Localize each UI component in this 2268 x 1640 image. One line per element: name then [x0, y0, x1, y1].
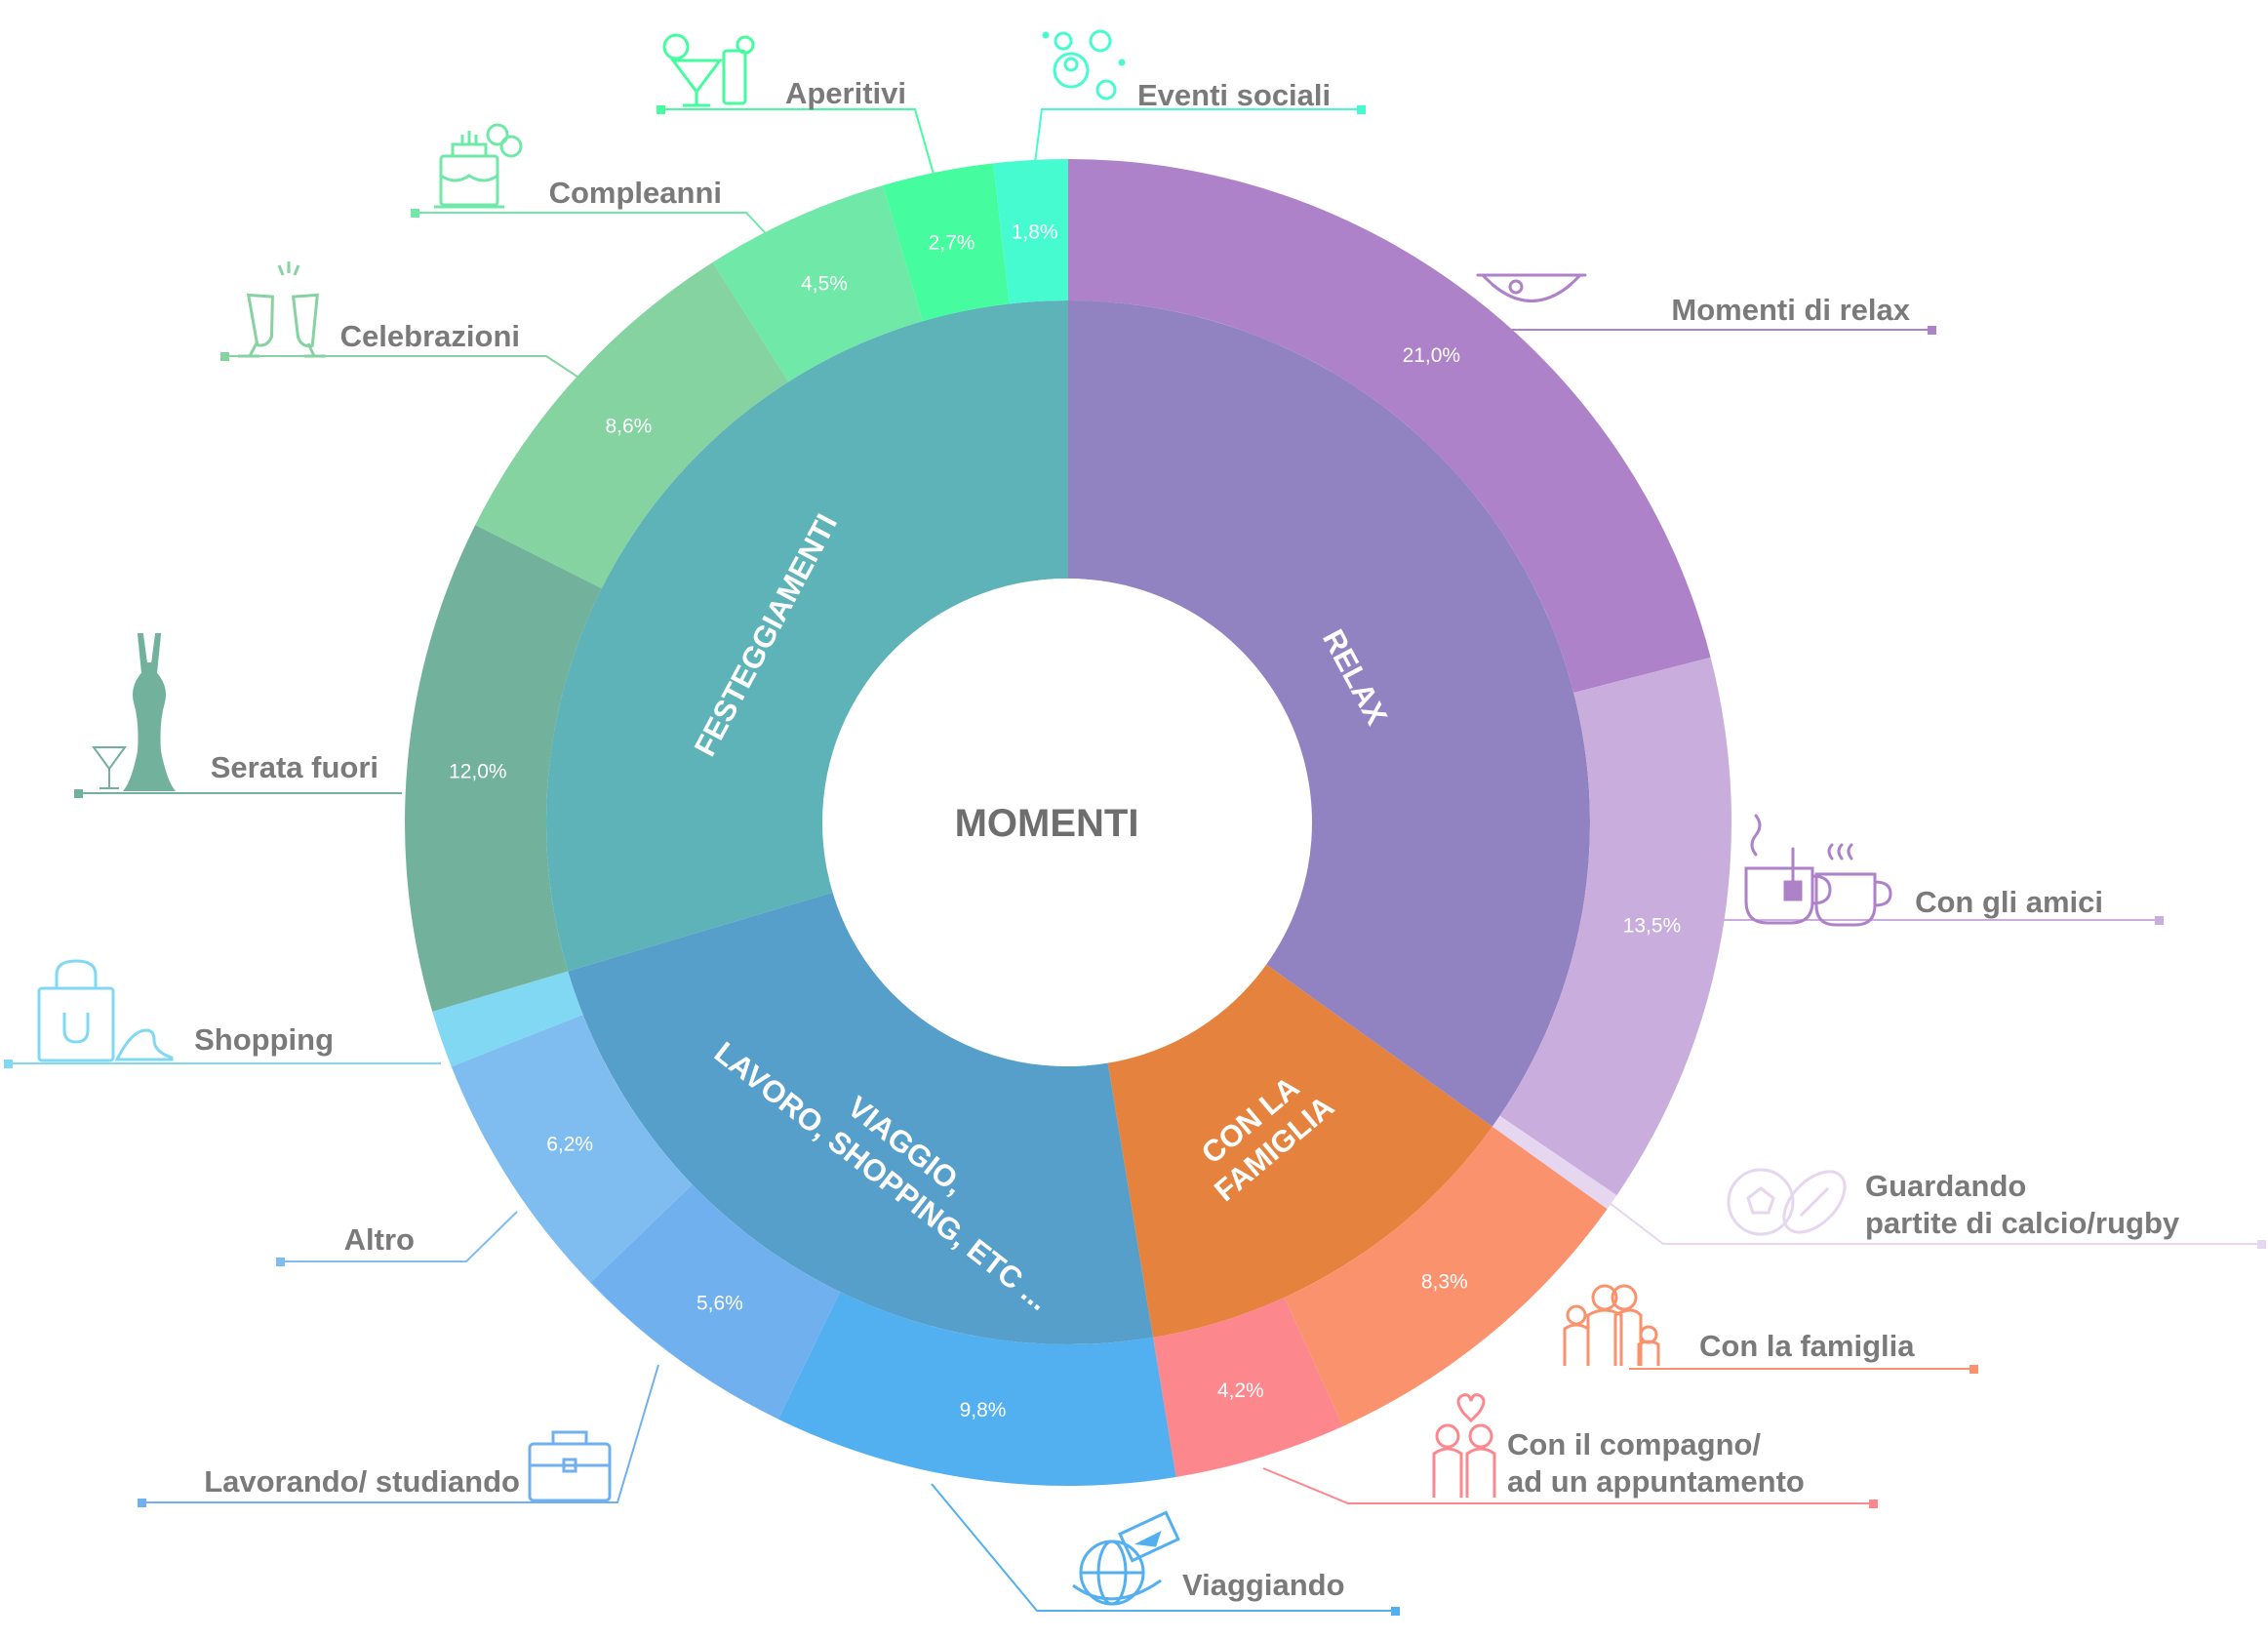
percent-labels: 21,0%13,5%0,4%8,3%4,2%9,8%5,6%6,2%1,4%12… — [363, 220, 1684, 1421]
percent-label-3-0: 12,0% — [449, 761, 507, 783]
label-shopping: Shopping — [194, 1022, 334, 1057]
marker-altro — [276, 1258, 285, 1266]
outer-segment-1-0 — [1284, 1126, 1608, 1426]
label-compagno-line2: ad un appuntamento — [1507, 1464, 1805, 1499]
label-celebrazioni: Celebrazioni — [340, 319, 520, 353]
percent-label-0-1: 13,5% — [1623, 914, 1682, 937]
outer-segment-3-1 — [475, 261, 789, 589]
outer-segment-0-1 — [1499, 657, 1732, 1196]
inner-segment-1 — [1107, 964, 1492, 1338]
marker-compleanni — [411, 209, 419, 218]
outer-segment-2-1 — [590, 1184, 841, 1420]
chart-title: MOMENTI — [955, 802, 1139, 845]
percent-label-3-3: 2,7% — [929, 231, 975, 254]
shopping-bag-icon — [37, 959, 174, 1062]
outer-segment-3-4 — [993, 159, 1068, 304]
leader-celebrazioni — [224, 355, 584, 381]
dress-cocktail-icon — [92, 633, 177, 791]
label-lavorando: Lavorando/ studiando — [204, 1464, 520, 1499]
hammock-icon — [1476, 273, 1587, 302]
outer-segment-3-0 — [405, 525, 602, 1012]
outer-segment-2-3 — [432, 971, 583, 1067]
leader-eventi — [1033, 108, 1361, 172]
leader-aperitivi — [660, 108, 937, 185]
birthday-cake-icon — [434, 123, 523, 209]
leader-altro — [280, 1211, 518, 1262]
leader-lavorando — [141, 1364, 659, 1503]
inner-ring — [545, 300, 1590, 1344]
marker-partite — [2257, 1240, 2266, 1249]
outer-segment-3-2 — [712, 185, 923, 382]
marker-amici — [2155, 916, 2164, 925]
label-amici: Con gli amici — [1915, 885, 2103, 919]
marker-famiglia — [1970, 1365, 1978, 1374]
marker-compagno — [1869, 1500, 1878, 1508]
coffee-cups-icon — [1744, 814, 1892, 927]
inner-segment-3 — [545, 300, 1068, 972]
marker-lavorando — [138, 1499, 146, 1507]
percent-label-2-3: 1,4% — [363, 1049, 410, 1071]
center-hole — [822, 579, 1310, 1066]
leader-compagno — [1262, 1467, 1873, 1504]
outer-segment-1-1 — [1153, 1297, 1343, 1477]
percent-label-1-0: 8,3% — [1421, 1270, 1468, 1293]
leader-lines — [10, 108, 2263, 1612]
inner-segment-2 — [568, 892, 1154, 1344]
percent-label-3-2: 4,5% — [801, 272, 848, 295]
leader-compleanni — [415, 212, 776, 245]
label-compagno-line1: Con il compagno/ — [1507, 1427, 1761, 1461]
marker-relax — [1928, 326, 1936, 335]
label-compleanni: Compleanni — [549, 176, 722, 210]
outer-segment-2-2 — [451, 1014, 693, 1283]
label-famiglia: Con la famiglia — [1699, 1329, 1915, 1363]
briefcase-icon — [528, 1430, 612, 1502]
label-relax: Momenti di relax — [1671, 293, 1910, 327]
inner-segment-0 — [1068, 300, 1590, 1127]
couple-icon — [1432, 1393, 1496, 1498]
percent-label-3-1: 8,6% — [605, 416, 652, 438]
social-network-icon — [1042, 29, 1126, 100]
percent-label-2-1: 5,6% — [696, 1292, 743, 1314]
percent-label-2-2: 6,2% — [546, 1134, 593, 1156]
label-viaggiando: Viaggiando — [1182, 1568, 1345, 1602]
marker-serata — [74, 789, 83, 798]
outer-segment-2-0 — [777, 1292, 1176, 1487]
percent-label-1-1: 4,2% — [1217, 1380, 1264, 1402]
marker-aperitivi — [657, 105, 665, 114]
marker-viaggiando — [1391, 1607, 1400, 1616]
label-serata: Serata fuori — [211, 750, 378, 784]
marker-shopping — [4, 1060, 13, 1068]
leader-markers — [4, 105, 2266, 1616]
sports-balls-icon — [1727, 1168, 1847, 1236]
leader-partite — [1609, 1202, 2263, 1245]
outer-ring — [405, 159, 1732, 1487]
champagne-glasses-icon — [238, 261, 326, 358]
marker-eventi — [1357, 105, 1366, 114]
outer-segment-0-0 — [1068, 159, 1711, 693]
label-altro: Altro — [344, 1222, 415, 1257]
cocktail-glasses-icon — [662, 33, 755, 107]
outer-segment-3-3 — [883, 163, 1010, 322]
label-eventi: Eventi sociali — [1137, 78, 1331, 112]
percent-label-3-4: 1,8% — [1012, 220, 1058, 243]
globe-plane-icon — [1072, 1510, 1180, 1606]
outer-segment-0-2 — [1492, 1115, 1617, 1210]
leader-viaggiando — [931, 1483, 1395, 1612]
marker-celebrazioni — [220, 352, 229, 361]
family-icon — [1563, 1284, 1660, 1366]
label-partite-line2: partite di calcio/rugby — [1865, 1206, 2180, 1240]
percent-label-0-0: 21,0% — [1403, 344, 1461, 367]
percent-label-2-0: 9,8% — [960, 1399, 1007, 1421]
label-aperitivi: Aperitivi — [785, 76, 906, 110]
label-partite-line1: Guardando — [1865, 1169, 2026, 1203]
